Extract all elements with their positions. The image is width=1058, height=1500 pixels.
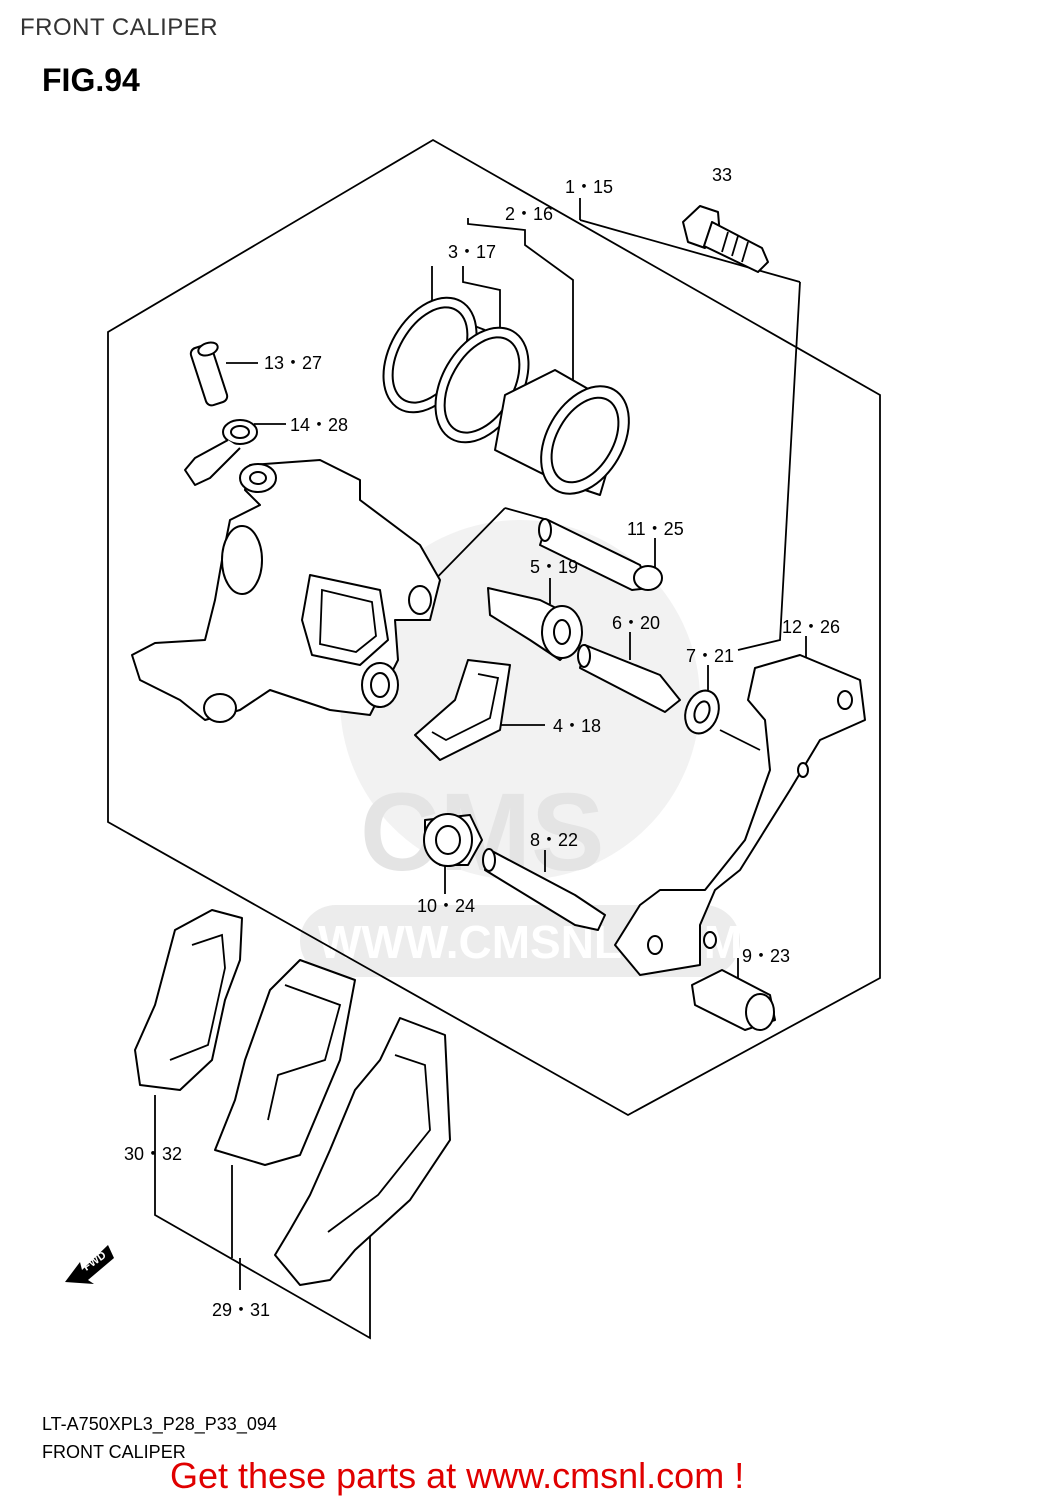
callout-30-32: 30・32	[124, 1144, 182, 1164]
callout-5-19: 5・19	[530, 557, 578, 577]
caliper-bracket	[614, 654, 866, 976]
fwd-arrow-icon: FWD	[65, 1245, 114, 1284]
callout-6-20: 6・20	[612, 613, 660, 633]
callout-9-23: 9・23	[742, 946, 790, 966]
washer-7	[684, 689, 720, 735]
callout-12-26: 12・26	[782, 617, 840, 637]
callout-labels: 1・15 2・16 3・17 33 13・27 14・28 11・25 5・19…	[124, 165, 840, 1320]
callout-2-16: 2・16	[505, 204, 553, 224]
bolt-33	[682, 205, 769, 273]
callout-8-22: 8・22	[530, 830, 578, 850]
callout-33: 33	[712, 165, 732, 185]
brake-pad-inner	[274, 1017, 451, 1286]
boot-5	[487, 587, 583, 661]
diagram-code: LT-A750XPL3_P28_P33_094	[42, 1414, 277, 1434]
callout-14-28: 14・28	[290, 415, 348, 435]
brake-pad-shim	[214, 959, 356, 1166]
callout-4-18: 4・18	[553, 716, 601, 736]
callout-10-24: 10・24	[417, 896, 475, 916]
boot-10	[423, 813, 483, 867]
figure-label: FIG.94	[42, 62, 140, 98]
watermark-logo: CMS	[360, 771, 604, 894]
piston-seal-set	[382, 296, 630, 496]
slide-pin-6	[577, 644, 681, 713]
callout-13-27: 13・27	[264, 353, 322, 373]
callout-1-15: 1・15	[565, 177, 613, 197]
pad-group-bracket	[154, 1095, 371, 1340]
slide-pin-8	[482, 848, 606, 931]
bleeder-screw	[189, 341, 229, 407]
sleeve-9	[691, 969, 776, 1031]
diagram-name: FRONT CALIPER	[42, 1442, 186, 1462]
caliper-body	[131, 459, 441, 723]
page-title: FRONT CALIPER	[20, 14, 219, 41]
promo-link[interactable]: Get these parts at www.cmsnl.com !	[170, 1455, 745, 1496]
slide-pin-upper	[538, 518, 663, 591]
callout-11-25: 11・25	[627, 519, 684, 539]
callout-3-17: 3・17	[448, 242, 496, 262]
bleeder-cap	[184, 419, 258, 486]
pad-spring	[414, 659, 511, 761]
assembly-boundary	[107, 138, 881, 1117]
brake-pad-outer	[134, 909, 243, 1091]
callout-7-21: 7・21	[686, 646, 734, 666]
callout-29-31: 29・31	[212, 1300, 270, 1320]
